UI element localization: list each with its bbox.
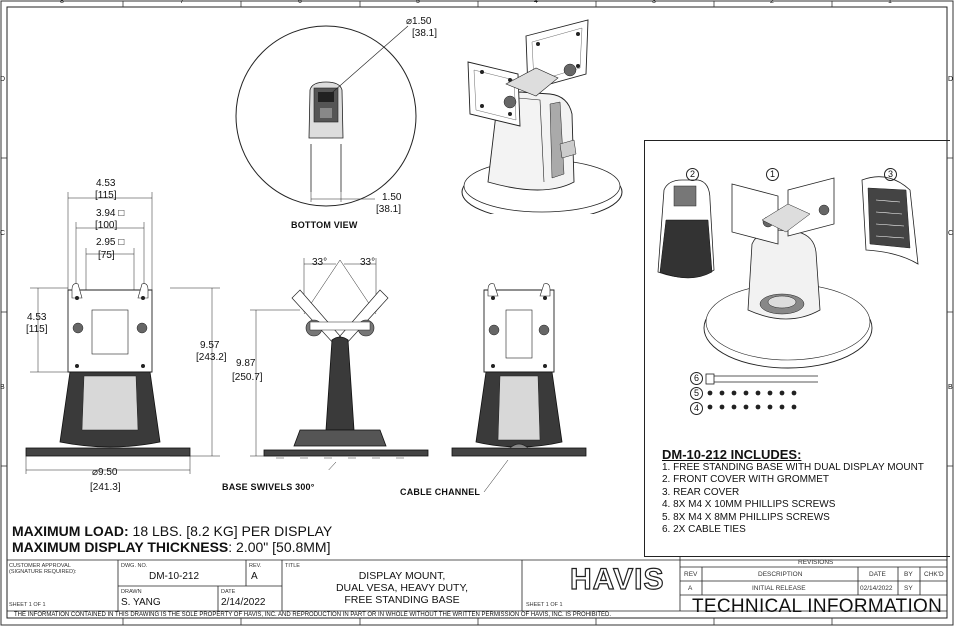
bottom-view-label: BOTTOM VIEW	[291, 220, 358, 230]
bottom-view-width: 1.50	[382, 192, 402, 203]
zone-label-top-2: 2	[770, 0, 774, 5]
drawing-title-line: DISPLAY MOUNT,	[358, 570, 446, 582]
callout-screws-8mm: 5	[690, 387, 703, 400]
zone-label-top-8: 8	[60, 0, 64, 5]
max-load-value: 18 LBS. [8.2 KG] PER DISPLAY	[128, 523, 333, 539]
front-dim-453h: 4.53	[27, 312, 47, 323]
front-dim-394: 3.94 □	[96, 208, 125, 219]
callout-cable-ties: 6	[690, 372, 703, 385]
zone-label-top-7: 7	[180, 0, 184, 5]
side-dim-angle-left: 33°	[312, 257, 328, 268]
drawing-title: DISPLAY MOUNT, DUAL VESA, HEAVY DUTY, FR…	[282, 570, 522, 606]
front-dim-394-mm: [100]	[95, 220, 118, 231]
rev-row-rev: A	[688, 585, 693, 592]
zone-label-top-4: 4	[534, 0, 538, 5]
zone-label-top-6: 6	[298, 0, 302, 5]
rev-header-description: DESCRIPTION	[758, 571, 803, 578]
zone-label-top-3: 3	[652, 0, 656, 5]
rev-label: REV.	[249, 563, 262, 569]
zone-label-top-1: 1	[888, 0, 892, 5]
bottom-view-width-mm: [38.1]	[376, 204, 402, 215]
drawing-title-line: DUAL VESA, HEAVY DUTY,	[335, 582, 469, 594]
footer-disclaimer: THE INFORMATION CONTAINED IN THIS DRAWIN…	[14, 612, 612, 618]
side-view-drawing	[250, 258, 429, 470]
rev-header-rev: REV	[684, 571, 698, 578]
zone-label-top-5: 5	[416, 0, 420, 5]
bottom-view-diameter-mm: [38.1]	[412, 28, 438, 39]
max-thickness-value: : 2.00" [50.8MM]	[228, 539, 331, 555]
rear-view-drawing	[451, 283, 587, 493]
side-dim-987: 9.87	[236, 358, 256, 369]
includes-item: 4. 8X M4 X 10MM PHILLIPS SCREWS	[662, 499, 836, 511]
max-thickness-label: MAXIMUM DISPLAY THICKNESS	[12, 539, 229, 555]
side-dim-987-mm: [250.7]	[232, 372, 263, 383]
includes-title: DM-10-212 INCLUDES:	[662, 447, 802, 462]
rev-header-date: DATE	[869, 571, 886, 578]
callout-rear-cover: 3	[884, 168, 897, 181]
front-dim-453h-mm: [115]	[26, 324, 48, 335]
front-dim-base-dia-mm: [241.3]	[90, 482, 121, 493]
customer-approval-label: CUSTOMER APPROVAL	[9, 563, 71, 569]
max-thickness-spec: MAXIMUM DISPLAY THICKNESS: 2.00" [50.8MM…	[12, 539, 331, 556]
cable-channel-label: CABLE CHANNEL	[400, 487, 481, 497]
title-label: TITLE	[285, 563, 300, 569]
drawn-label: DRAWN	[121, 589, 142, 595]
drawing-title-line: FREE STANDING BASE	[344, 594, 460, 606]
zone-label-right-d: D	[948, 76, 954, 83]
includes-panel	[644, 140, 950, 557]
front-dim-295-mm: [75]	[98, 250, 115, 261]
rev-header-chkd: CHK'D	[924, 571, 944, 578]
drawn-value: S. YANG	[121, 597, 161, 608]
iso-view-drawing	[461, 19, 623, 214]
front-view-drawing	[25, 192, 220, 474]
dwg-no-value: DM-10-212	[149, 571, 200, 582]
front-dim-453w-mm: [115]	[95, 190, 117, 201]
technical-information-label: TECHNICAL INFORMATION	[692, 596, 943, 617]
bottom-view-diameter: ⌀1.50	[406, 16, 432, 27]
sheet-left: SHEET 1 OF 1	[9, 602, 46, 608]
base-swivels-label: BASE SWIVELS 300°	[222, 482, 315, 492]
rev-row-description: INITIAL RELEASE	[752, 585, 806, 592]
front-dim-957: 9.57	[200, 340, 220, 351]
revisions-title: REVISIONS	[798, 559, 834, 566]
signature-required-label: (SIGNATURE REQUIRED):	[9, 569, 77, 575]
front-dim-295: 2.95 □	[96, 237, 125, 248]
includes-item: 2. FRONT COVER WITH GROMMET	[662, 474, 830, 486]
havis-logo: HAVIS	[569, 562, 665, 596]
front-dim-453w: 4.53	[96, 178, 116, 189]
front-dim-957-mm: [243.2]	[196, 352, 227, 363]
rev-row-by: SY	[904, 585, 913, 592]
date-value: 2/14/2022	[221, 597, 266, 608]
rev-header-by: BY	[904, 571, 913, 578]
callout-base: 1	[766, 168, 779, 181]
front-dim-base-dia: ⌀9.50	[92, 467, 118, 478]
exploded-view-drawing	[657, 176, 919, 410]
bottom-view-drawing	[235, 25, 417, 207]
includes-item: 1. FREE STANDING BASE WITH DUAL DISPLAY …	[662, 462, 924, 473]
includes-item: 3. REAR COVER	[662, 486, 740, 498]
dwg-no-label: DWG. NO.	[121, 563, 148, 569]
rev-row-date: 02/14/2022	[860, 585, 893, 592]
includes-item: 5. 8X M4 X 8MM PHILLIPS SCREWS	[662, 511, 830, 523]
zone-label-left-d: D	[0, 76, 6, 83]
includes-item: 6. 2X CABLE TIES	[662, 524, 746, 536]
zone-label-left-c: C	[0, 230, 6, 237]
max-load-spec: MAXIMUM LOAD: 18 LBS. [8.2 KG] PER DISPL…	[12, 523, 332, 540]
rev-value: A	[251, 571, 258, 582]
max-load-label: MAXIMUM LOAD:	[12, 523, 129, 539]
zone-label-right-b: B	[948, 384, 953, 391]
zone-label-right-c: C	[948, 230, 954, 237]
date-label: DATE	[221, 589, 236, 595]
side-dim-angle-right: 33°	[360, 257, 376, 268]
zone-label-left-b: B	[0, 384, 5, 391]
callout-front-cover: 2	[686, 168, 699, 181]
callout-screws-10mm: 4	[690, 402, 703, 415]
includes-list: DM-10-212 INCLUDES: 1. FREE STANDING BAS…	[662, 447, 942, 536]
sheet-mid: SHEET 1 OF 1	[526, 602, 563, 608]
